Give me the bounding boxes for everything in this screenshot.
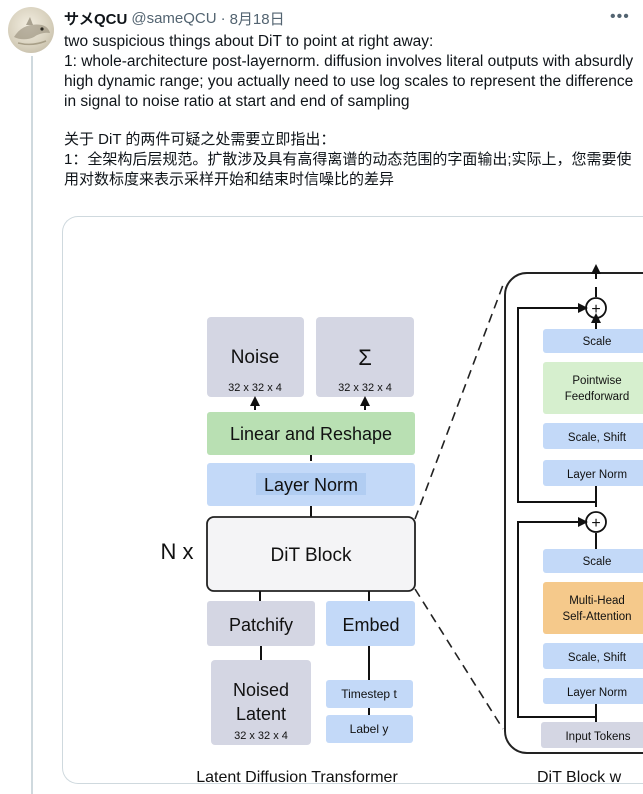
tweet-media-image[interactable]: Noise 32 x 32 x 4 Σ 32 x 32 x 4 Linear a…: [62, 216, 643, 784]
tweet-header: サメQCU @sameQCU · 8月18日: [64, 8, 285, 28]
linear-reshape-label: Linear and Reshape: [230, 424, 392, 444]
pointwise-label: Pointwise: [572, 375, 621, 387]
avatar[interactable]: [8, 7, 54, 53]
tweet-text-english: two suspicious things about DiT to point…: [64, 33, 634, 110]
tweet-text-chinese: 关于 DiT 的两件可疑之处需要立即指出： 1：全架构后层规范。扩散涉及具有高得…: [64, 131, 632, 188]
sigma-box: Σ 32 x 32 x 4: [316, 317, 414, 397]
dit-block-detail: + Scale Pointwise Feedforward Scale, Shi…: [504, 264, 643, 754]
label-box: Label y: [326, 715, 413, 743]
layer-norm-top-label: Layer Norm: [567, 469, 627, 481]
thread-line: [31, 56, 33, 794]
layer-norm-bottom-label: Layer Norm: [567, 687, 627, 699]
latent-label: Latent: [236, 704, 286, 724]
handle[interactable]: @sameQCU: [131, 9, 217, 27]
left-caption: Latent Diffusion Transformer: [196, 769, 398, 783]
self-attention-label: Self-Attention: [562, 611, 631, 623]
plus-icon-top: +: [591, 301, 600, 318]
dit-block-label: DiT Block: [271, 545, 352, 566]
dit-block-box: DiT Block: [206, 516, 416, 592]
feedforward-label: Feedforward: [565, 391, 630, 403]
tweet-date[interactable]: 8月18日: [229, 10, 285, 28]
scale-bottom-label: Scale: [583, 556, 612, 568]
dit-architecture-figure: Noise 32 x 32 x 4 Σ 32 x 32 x 4 Linear a…: [161, 264, 643, 783]
plus-icon-bottom: +: [591, 515, 600, 532]
scale-shift-bottom-label: Scale, Shift: [568, 652, 627, 664]
layer-norm-box: Layer Norm: [207, 463, 415, 506]
patchify-box: Patchify: [207, 601, 315, 646]
sigma-label: Σ: [358, 345, 372, 370]
scale-top-label: Scale: [583, 336, 612, 348]
right-caption: DiT Block w: [537, 769, 622, 783]
linear-reshape-box: Linear and Reshape: [207, 412, 415, 455]
more-horizontal-icon[interactable]: •••: [610, 8, 630, 25]
avatar-shark-icon: [14, 17, 50, 46]
display-name[interactable]: サメQCU: [64, 10, 128, 28]
timestep-box: Timestep t: [326, 680, 413, 708]
multi-head-label: Multi-Head: [569, 595, 625, 607]
label-y-label: Label y: [350, 722, 389, 736]
noise-label: Noise: [231, 347, 280, 368]
noise-box: Noise 32 x 32 x 4: [207, 317, 304, 397]
n-times-label: N x: [161, 539, 194, 564]
timestep-label: Timestep t: [341, 687, 397, 701]
embed-box: Embed: [326, 601, 415, 646]
scale-shift-top-label: Scale, Shift: [568, 432, 627, 444]
input-tokens-label: Input Tokens: [565, 731, 630, 743]
layer-norm-label: Layer Norm: [264, 475, 358, 495]
noised-dims: 32 x 32 x 4: [234, 730, 288, 742]
noised-latent-box: Noised Latent 32 x 32 x 4: [211, 660, 311, 745]
patchify-label: Patchify: [229, 615, 293, 635]
separator: ·: [220, 9, 226, 27]
sigma-dims: 32 x 32 x 4: [338, 382, 392, 394]
noise-dims: 32 x 32 x 4: [228, 382, 282, 394]
embed-label: Embed: [342, 615, 399, 635]
noised-label: Noised: [233, 680, 289, 700]
